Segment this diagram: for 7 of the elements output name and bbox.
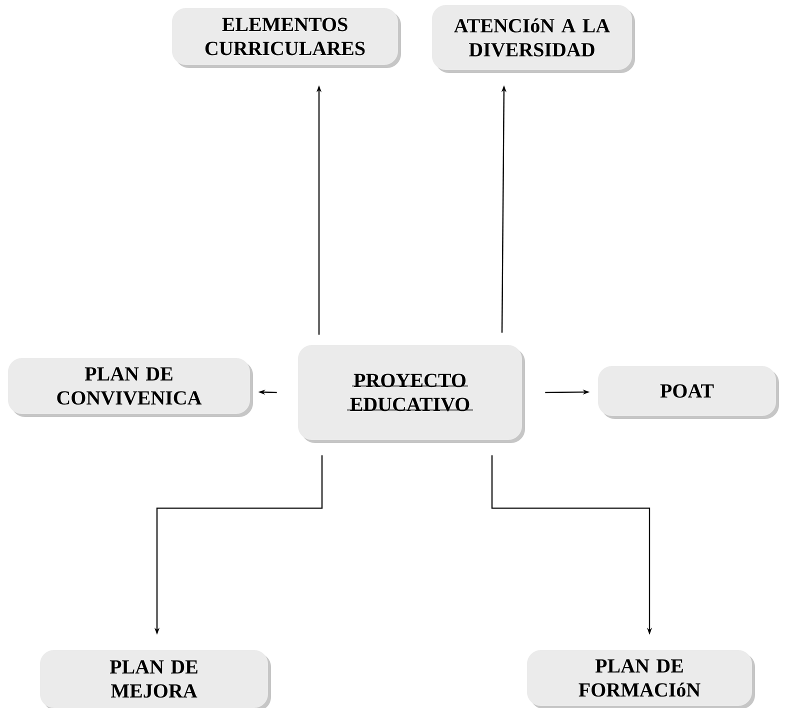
- process-box: PLAN DE MEJORA: [40, 650, 271, 708]
- process-box: POAT: [598, 366, 779, 419]
- process-box: ELEMENTOS CURRICULARES: [172, 8, 401, 68]
- process-box: ATENCIóN A LA DIVERSIDAD: [432, 5, 635, 73]
- process-box: PROYECTO EDUCATIVO: [298, 345, 525, 443]
- process-box: PLAN DE FORMACIóN: [527, 650, 755, 708]
- process-box: PLAN DE CONVIVENICA: [8, 358, 253, 417]
